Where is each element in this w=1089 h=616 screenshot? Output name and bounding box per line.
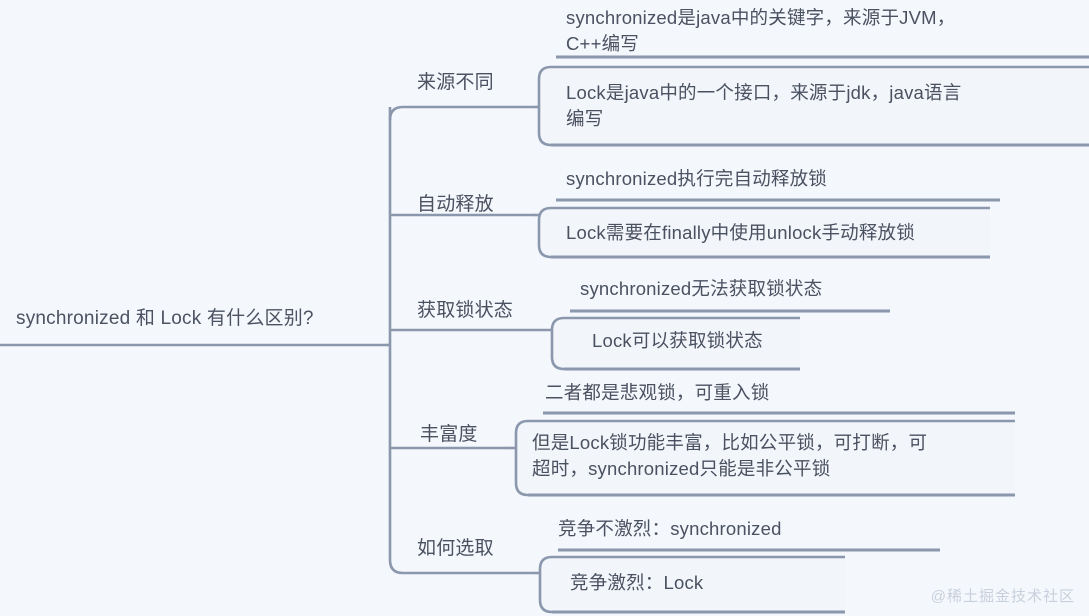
leaf-node-1b[interactable]: Lock是java中的一个接口，来源于jdk，java语言 编写 [566, 82, 962, 130]
branch-label-2[interactable]: 自动释放 [417, 194, 494, 215]
leaf-node-5b[interactable]: 竞争激烈：Lock [570, 572, 704, 593]
leaf-node-2a[interactable]: synchronized执行完自动释放锁 [566, 168, 828, 189]
branch-label-1[interactable]: 来源不同 [417, 72, 494, 93]
leaf-node-2b[interactable]: Lock需要在finally中使用unlock手动释放锁 [566, 222, 915, 243]
branch-label-3[interactable]: 获取锁状态 [417, 300, 514, 321]
watermark: @稀土掘金技术社区 [930, 588, 1075, 605]
branch-connector-1 [388, 105, 533, 121]
branch-label-4[interactable]: 丰富度 [420, 424, 478, 445]
leaf-node-4a[interactable]: 二者都是悲观锁，可重入锁 [545, 382, 770, 403]
leaf-node-3b[interactable]: Lock可以获取锁状态 [592, 330, 763, 351]
leaf-node-4b[interactable]: 但是Lock锁功能丰富，比如公平锁，可打断，可 超时，synchronized只… [532, 432, 928, 480]
leaf-node-3a[interactable]: synchronized无法获取锁状态 [580, 278, 823, 299]
leaf-node-5a[interactable]: 竞争不激烈：synchronized [558, 518, 782, 539]
root-node[interactable]: synchronized 和 Lock 有什么区别? [16, 308, 314, 329]
leaf-node-1a[interactable]: synchronized是java中的关键字，来源于JVM， C++编写 [566, 7, 956, 55]
branch-label-5[interactable]: 如何选取 [417, 538, 494, 559]
